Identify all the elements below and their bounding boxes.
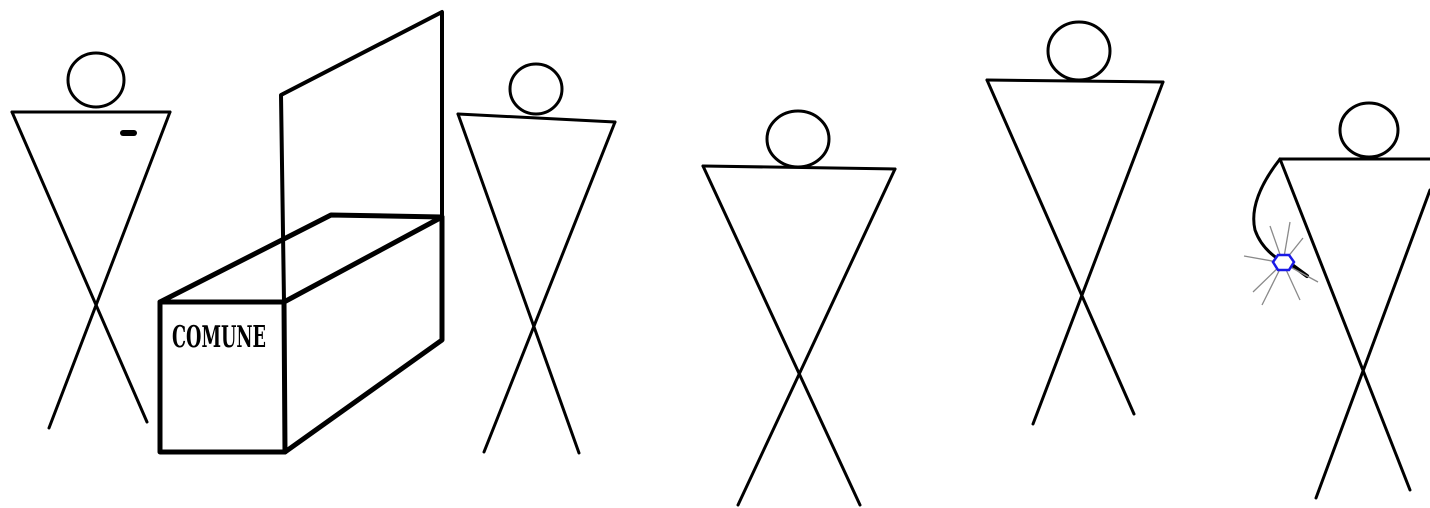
ring-icon (1273, 255, 1294, 270)
stick-figure-5 (1244, 103, 1430, 498)
figure-1-limb-a (12, 112, 147, 422)
box-label: COMUNE (172, 320, 266, 355)
stick-figure-4 (987, 22, 1163, 424)
figure-5-arm (1254, 159, 1283, 262)
figure-5-limb-b (1316, 190, 1430, 498)
figure-4-head (1048, 22, 1110, 80)
figure-2-head (510, 64, 562, 114)
figure-2-limb-b (484, 122, 615, 452)
figure-4-limb-b (1033, 82, 1163, 424)
figure-3-limb-b (738, 169, 895, 505)
figure-1-head (68, 53, 124, 107)
stick-figure-3 (703, 111, 895, 505)
ballot-box: COMUNE (160, 12, 442, 452)
figure-5-limb-a (1280, 159, 1410, 490)
stick-figure-2 (458, 64, 615, 453)
figure-5-head (1340, 103, 1398, 157)
figure-1-limb-b (49, 112, 170, 428)
figure-4-limb-a (987, 80, 1134, 414)
stick-figure-1 (12, 53, 170, 428)
ballot-box-side (285, 217, 442, 452)
figure-3-shoulders (703, 166, 895, 169)
ballot-box-top (160, 215, 442, 302)
figure-3-limb-a (703, 166, 860, 505)
figure-2-limb-a (458, 114, 579, 453)
figure-4-shoulders (987, 80, 1163, 82)
figure-3-head (767, 111, 829, 167)
